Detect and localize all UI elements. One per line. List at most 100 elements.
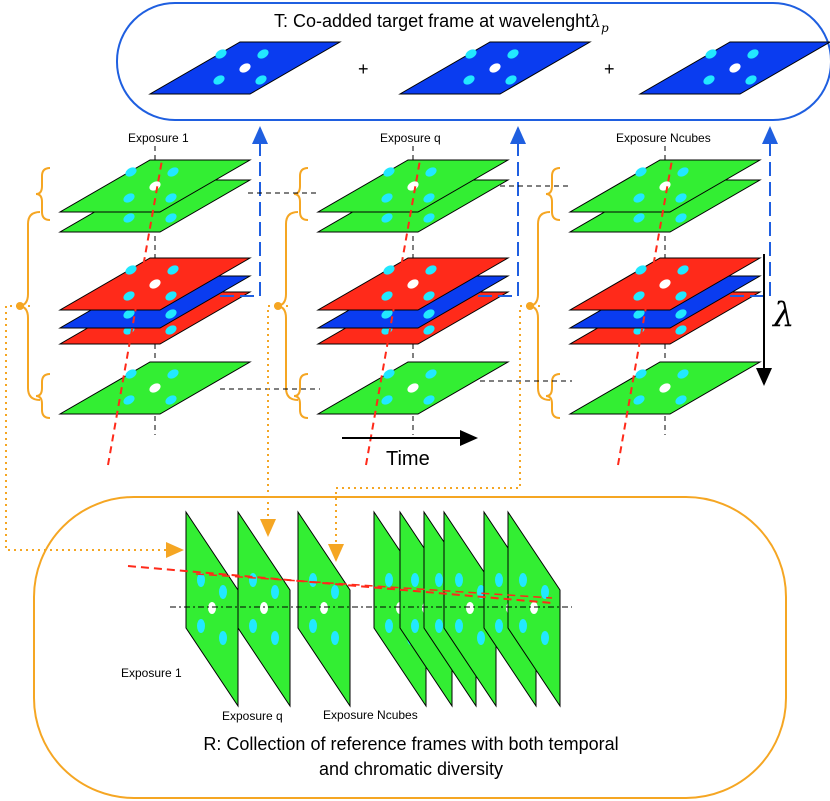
center-spot — [149, 383, 161, 393]
spot — [705, 49, 717, 59]
spot — [125, 265, 137, 275]
orange-link — [5, 305, 184, 558]
spot — [423, 325, 435, 335]
spot — [635, 167, 647, 177]
spot — [255, 75, 267, 85]
plus-sign-2: + — [604, 59, 615, 79]
spot — [635, 369, 647, 379]
center-spot — [149, 279, 161, 289]
spot — [675, 193, 687, 203]
time-label: Time — [386, 448, 430, 470]
spot — [477, 631, 485, 645]
brace-bottom — [545, 373, 561, 419]
green-frame-bottom — [58, 361, 252, 415]
center-spot — [659, 383, 671, 393]
spot — [123, 395, 135, 405]
spot — [167, 369, 179, 379]
spot — [383, 265, 395, 275]
center-spot — [407, 383, 419, 393]
spot — [213, 75, 225, 85]
spot — [505, 75, 517, 85]
spot — [541, 585, 549, 599]
spot — [435, 573, 443, 587]
spot — [675, 291, 687, 301]
spot — [249, 573, 257, 587]
ref-exposure-1-label: Exposure 1 — [121, 666, 182, 680]
spot — [309, 619, 317, 633]
ref-exposure-ncubes-label: Exposure Ncubes — [323, 708, 418, 722]
target-link — [730, 126, 778, 297]
spot — [507, 49, 519, 59]
center-spot — [239, 63, 251, 73]
exposure-ncubes-label: Exposure Ncubes — [616, 131, 711, 145]
center-spot — [659, 279, 671, 289]
reference-frame-3 — [297, 510, 351, 708]
spot — [165, 395, 177, 405]
exposure-q-label: Exposure q — [380, 131, 441, 145]
spot — [675, 309, 687, 319]
spot — [423, 193, 435, 203]
center-spot — [729, 63, 741, 73]
tilt-line — [107, 159, 163, 466]
spot — [381, 395, 393, 405]
spot — [633, 291, 645, 301]
spot — [423, 395, 435, 405]
reference-frame-2 — [237, 510, 291, 708]
spot — [675, 325, 687, 335]
brace-bottom — [35, 373, 51, 419]
center-spot — [466, 602, 474, 614]
spot — [495, 573, 503, 587]
spot — [123, 309, 135, 319]
reference-caption-line1: R: Collection of reference frames with b… — [203, 734, 618, 754]
tilt-line — [365, 159, 421, 466]
spot — [477, 585, 485, 599]
spot — [165, 291, 177, 301]
spot — [675, 213, 687, 223]
spot — [331, 585, 339, 599]
spot — [423, 213, 435, 223]
target-frame-1 — [148, 41, 342, 95]
spot — [165, 193, 177, 203]
spot — [197, 619, 205, 633]
spot — [381, 309, 393, 319]
spot — [745, 75, 757, 85]
center-spot — [489, 63, 501, 73]
spot — [219, 585, 227, 599]
spot — [633, 193, 645, 203]
spot — [167, 265, 179, 275]
spot — [249, 619, 257, 633]
spot — [635, 265, 647, 275]
spot — [541, 631, 549, 645]
ref-exposure-q-label: Exposure q — [222, 709, 283, 723]
target-frames — [148, 41, 830, 95]
green-frame-bottom — [568, 361, 762, 415]
spot — [309, 573, 317, 587]
exposure-1-label: Exposure 1 — [128, 131, 189, 145]
red-frame-front — [316, 257, 510, 311]
target-frame-2 — [398, 41, 592, 95]
ref-tilt-line-1 — [127, 565, 553, 604]
green-frame-top-front — [58, 159, 252, 213]
target-frame-box — [116, 2, 830, 121]
spot — [435, 619, 443, 633]
spot — [411, 619, 419, 633]
spot — [125, 369, 137, 379]
spot — [677, 167, 689, 177]
red-frame-front — [568, 257, 762, 311]
spot — [165, 325, 177, 335]
tilt-line — [617, 159, 673, 466]
spot — [425, 369, 437, 379]
spot — [423, 291, 435, 301]
brace-top — [545, 167, 561, 221]
target-link — [220, 126, 268, 297]
ref-tilt-line-2 — [195, 573, 553, 599]
green-frame-top-front — [316, 159, 510, 213]
center-spot — [530, 602, 538, 614]
spot — [271, 585, 279, 599]
spot — [383, 167, 395, 177]
spot — [703, 75, 715, 85]
exposure-stack-1 — [16, 126, 268, 466]
brace-top — [35, 167, 51, 221]
spot — [219, 631, 227, 645]
